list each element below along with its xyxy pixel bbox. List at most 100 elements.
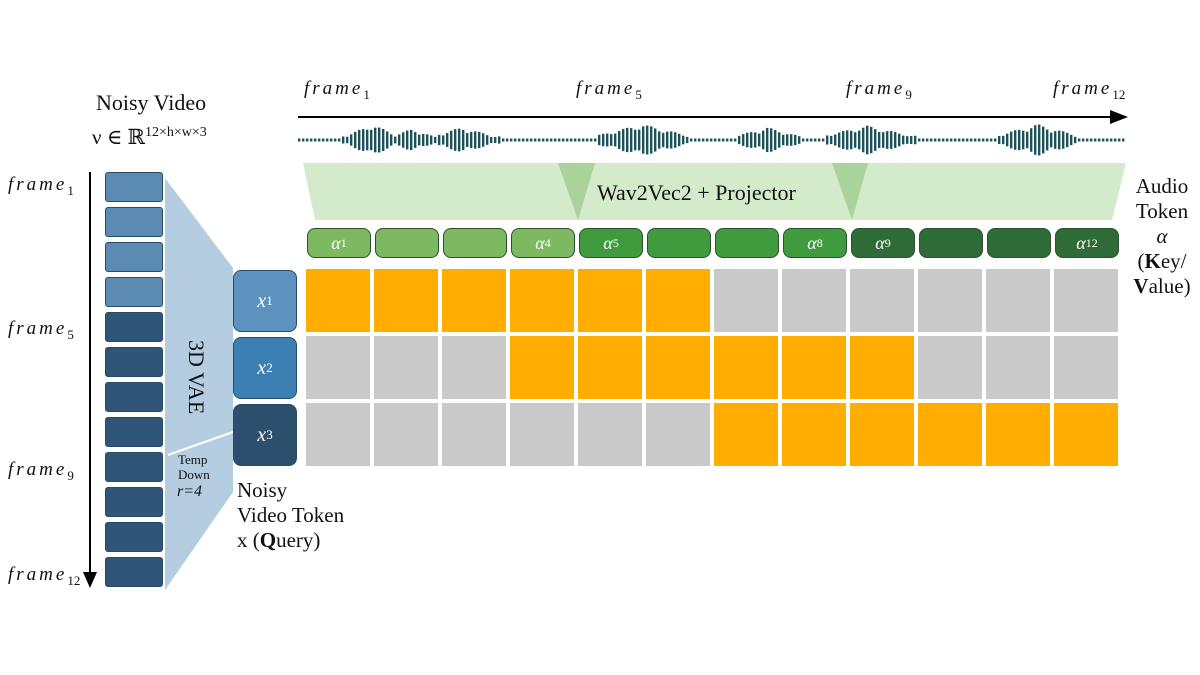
- waveform-bar: [962, 138, 965, 142]
- waveform-bar: [514, 138, 517, 142]
- waveform-bar: [954, 138, 957, 142]
- query-caption: Noisy Video Token x (Query): [237, 478, 345, 552]
- top-frame-label-1: frame1: [304, 78, 370, 102]
- video-frame: [105, 347, 163, 377]
- waveform-bar: [730, 138, 733, 142]
- waveform-bar: [690, 138, 693, 142]
- waveform-bar: [1006, 133, 1009, 147]
- waveform-bar: [522, 138, 525, 142]
- waveform-bar: [534, 138, 537, 142]
- waveform-bar: [362, 129, 365, 151]
- waveform-bar: [686, 136, 689, 144]
- waveform-bar: [1102, 138, 1105, 142]
- waveform-bar: [742, 134, 745, 146]
- waveform-bar: [918, 138, 921, 142]
- time-arrow-icon: [83, 172, 97, 588]
- waveform-bar: [1094, 138, 1097, 142]
- waveform-bar: [346, 136, 349, 144]
- attention-cell: [578, 269, 642, 332]
- waveform-bar: [318, 138, 321, 142]
- waveform-bar: [1038, 124, 1041, 156]
- waveform-bar: [766, 127, 769, 153]
- waveform-bar: [298, 138, 301, 142]
- waveform-bar: [1042, 126, 1045, 154]
- waveform-bar: [1078, 138, 1081, 142]
- waveform-bar: [454, 129, 457, 151]
- waveform-bar: [382, 128, 385, 152]
- waveform-bar: [930, 138, 933, 142]
- attention-cell: [374, 336, 438, 399]
- waveform-bar: [774, 129, 777, 151]
- waveform-bar: [834, 134, 837, 146]
- waveform-bar: [494, 137, 497, 143]
- waveform-bar: [770, 128, 773, 152]
- waveform-bar: [638, 129, 641, 151]
- attention-cell: [850, 336, 914, 399]
- waveform-bar: [714, 138, 717, 142]
- waveform-bar: [814, 138, 817, 142]
- video-frame: [105, 417, 163, 447]
- attention-cell: [714, 403, 778, 466]
- waveform-bar: [574, 138, 577, 142]
- waveform-bar: [1034, 125, 1037, 155]
- waveform-bar: [542, 138, 545, 142]
- attention-cell: [442, 269, 506, 332]
- top-frame-label-9: frame9: [846, 78, 912, 102]
- waveform-bar: [674, 132, 677, 148]
- waveform-bar: [726, 138, 729, 142]
- waveform-bar: [746, 132, 749, 148]
- waveform-bar: [358, 129, 361, 151]
- attention-cell: [510, 403, 574, 466]
- waveform-bar: [470, 131, 473, 149]
- waveform-bar: [1114, 138, 1117, 142]
- waveform-bar: [558, 138, 561, 142]
- waveform-bar: [1022, 130, 1025, 150]
- waveform-bar: [710, 138, 713, 142]
- waveform-bar: [566, 138, 569, 142]
- waveform-bar: [478, 131, 481, 149]
- video-frame: [105, 452, 163, 482]
- waveform-bar: [898, 133, 901, 147]
- waveform-bar: [402, 132, 405, 148]
- waveform-bar: [598, 134, 601, 146]
- waveform-bar: [334, 138, 337, 142]
- attention-cell: [850, 403, 914, 466]
- waveform-bar: [978, 138, 981, 142]
- waveform-bar: [906, 136, 909, 144]
- waveform-bar: [1018, 129, 1021, 151]
- waveform-bar: [426, 134, 429, 146]
- waveform-bar: [306, 138, 309, 142]
- waveform-bar: [718, 138, 721, 142]
- waveform-bar: [1106, 138, 1109, 142]
- waveform-bar: [450, 130, 453, 150]
- video-frame: [105, 557, 163, 587]
- waveform-bar: [414, 132, 417, 148]
- waveform-bar: [338, 138, 341, 142]
- video-formula-sup: 12×h×w×3: [145, 125, 207, 140]
- waveform-bar: [518, 138, 521, 142]
- attention-cell: [714, 269, 778, 332]
- attention-cell: [986, 403, 1050, 466]
- waveform-bar: [802, 138, 805, 142]
- waveform-bar: [486, 135, 489, 145]
- waveform-bar: [646, 125, 649, 155]
- waveform-bar: [878, 132, 881, 148]
- waveform-bar: [562, 138, 565, 142]
- waveform-bar: [970, 138, 973, 142]
- left-frame-label-12: frame12: [8, 564, 81, 588]
- waveform-bar: [342, 136, 345, 144]
- waveform-bar: [462, 129, 465, 151]
- video-formula: ν ∈ ℝ12×h×w×3: [92, 125, 207, 150]
- waveform-bar: [654, 128, 657, 152]
- attention-cell: [374, 403, 438, 466]
- waveform-bar: [554, 138, 557, 142]
- waveform-bar: [902, 135, 905, 145]
- waveform-bar: [1050, 132, 1053, 148]
- waveform-bar: [926, 138, 929, 142]
- attention-cell: [578, 403, 642, 466]
- video-formula-prefix: ν ∈ ℝ: [92, 125, 145, 149]
